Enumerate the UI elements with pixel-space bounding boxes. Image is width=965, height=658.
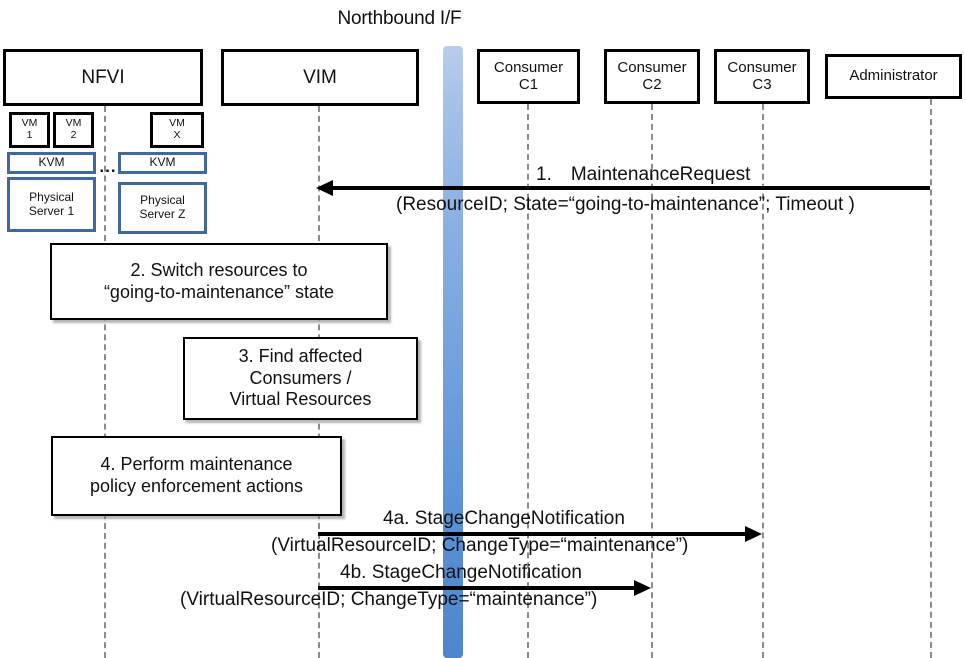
physical-server-box-right: Physical Server Z [118, 182, 207, 234]
vm2-label-line2: 2 [70, 129, 77, 141]
participant-label-consumer-c2-line2: C2 [642, 75, 662, 93]
physical-server-box-left: Physical Server 1 [7, 177, 96, 232]
vm-box-vm2: VM 2 [53, 112, 94, 148]
server-left-label-line2: Server 1 [28, 203, 75, 218]
message-4b-params: (VirtualResourceID; ChangeType=“maintena… [180, 589, 598, 610]
participant-label-consumer-c1-line1: Consumer [493, 58, 564, 76]
northbound-interface-bar [443, 46, 463, 658]
participant-header-consumer-c2[interactable]: Consumer C2 [604, 49, 700, 104]
server-left-label-line1: Physical [29, 189, 74, 204]
participant-label-consumer-c1-line2: C1 [518, 75, 539, 93]
step-4-line1: 4. Perform maintenance [100, 454, 293, 475]
step-box-2: 2. Switch resources to “going-to-mainten… [50, 243, 388, 320]
vmx-label-line1: VM [169, 117, 185, 130]
step-3-line1: 3. Find affected [238, 345, 363, 366]
message-4b-arrow-line [318, 586, 635, 590]
participant-label-consumer-c3-line2: C3 [752, 75, 772, 93]
participant-label-consumer-c3-line1: Consumer [727, 58, 797, 76]
kvm-right-label: KVM [149, 155, 176, 170]
message-1-arrow-line [333, 186, 930, 190]
message-4a-label: 4a. StageChangeNotification [383, 508, 625, 529]
participant-header-vim[interactable]: VIM [221, 49, 419, 106]
northbound-interface-title-text: Northbound I/F [337, 8, 462, 29]
participant-label-nfvi: NFVI [81, 66, 125, 88]
participant-label-consumer-c2-line1: Consumer [617, 58, 687, 76]
step-3-line2: Consumers / [249, 367, 352, 388]
lifeline-consumer-c3 [762, 104, 764, 658]
participant-label-vim: VIM [303, 66, 337, 88]
message-4a-arrow-head [745, 526, 762, 542]
participant-header-consumer-c3[interactable]: Consumer C3 [714, 49, 810, 104]
message-1-params: (ResourceID; State=“going-to-maintenance… [396, 194, 855, 215]
message-1-label: 1. MaintenanceRequest [536, 164, 751, 185]
kvm-box-left: KVM [7, 152, 96, 174]
server-right-label-line1: Physical [140, 193, 185, 208]
vmx-label-line2: X [173, 129, 181, 141]
lifeline-consumer-c2 [651, 104, 653, 658]
message-1-arrow-head [316, 180, 333, 196]
vm-box-vmx: VM X [150, 112, 204, 148]
step-box-4: 4. Perform maintenance policy enforcemen… [51, 436, 342, 516]
step-2-line2: “going-to-maintenance” state [103, 281, 335, 302]
step-2-line1: 2. Switch resources to [130, 259, 308, 280]
lifeline-administrator [930, 99, 932, 658]
vm1-label-line2: 1 [26, 129, 33, 141]
message-4a-arrow-line [318, 532, 746, 536]
message-4a-params: (VirtualResourceID; ChangeType=“maintena… [271, 535, 689, 556]
northbound-interface-title: Northbound I/F [0, 8, 965, 30]
message-4b-arrow-head [634, 580, 651, 596]
vm-box-vm1: VM 1 [9, 112, 50, 148]
kvm-box-right: KVM [118, 152, 207, 174]
nfvi-ellipsis: ... [97, 157, 119, 177]
step-4-line2: policy enforcement actions [89, 476, 304, 496]
message-4b-label: 4b. StageChangeNotification [340, 562, 582, 583]
lifeline-consumer-c1 [527, 104, 529, 658]
step-box-3: 3. Find affected Consumers / Virtual Res… [183, 337, 418, 420]
step-3-line3: Virtual Resources [229, 389, 372, 410]
server-right-label-line2: Server Z [139, 207, 186, 221]
nfvi-ellipsis-text: ... [99, 157, 117, 176]
participant-header-nfvi[interactable]: NFVI [3, 49, 203, 106]
lifeline-nfvi [104, 106, 106, 658]
participant-label-administrator: Administrator [849, 67, 938, 85]
vm1-label-line1: VM [21, 117, 38, 130]
kvm-left-label: KVM [38, 155, 65, 170]
participant-header-consumer-c1[interactable]: Consumer C1 [477, 49, 580, 104]
vm2-label-line1: VM [65, 117, 82, 130]
participant-header-administrator[interactable]: Administrator [825, 54, 962, 99]
